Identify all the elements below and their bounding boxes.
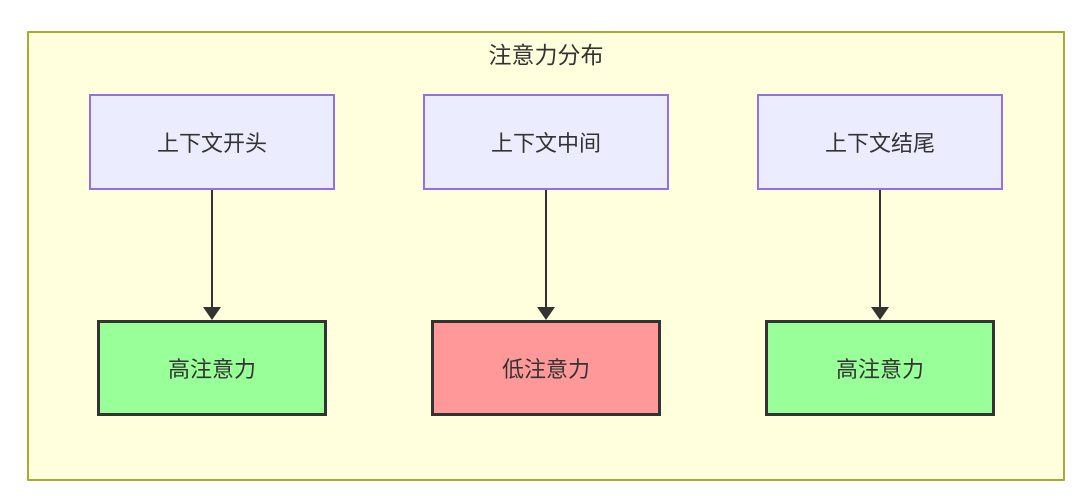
flow-column-context-middle: 上下文中间 低注意力 (423, 94, 669, 416)
arrowhead-down-icon (537, 307, 555, 320)
node-low-attention: 低注意力 (431, 320, 661, 416)
node-high-attention-2: 高注意力 (765, 320, 995, 416)
arrow-line (211, 190, 213, 307)
node-context-middle: 上下文中间 (423, 94, 669, 190)
cluster-attention-distribution: 注意力分布 上下文开头 高注意力 上下文中间 低注意力 上下文结尾 (27, 31, 1065, 481)
arrow-line (545, 190, 547, 307)
arrowhead-down-icon (871, 307, 889, 320)
arrow-down (537, 190, 555, 320)
arrowhead-down-icon (203, 307, 221, 320)
node-context-end: 上下文结尾 (757, 94, 1003, 190)
node-context-start: 上下文开头 (89, 94, 335, 190)
flow-columns: 上下文开头 高注意力 上下文中间 低注意力 上下文结尾 (29, 94, 1063, 416)
arrow-line (879, 190, 881, 307)
node-high-attention-1: 高注意力 (97, 320, 327, 416)
arrow-down (871, 190, 889, 320)
arrow-down (203, 190, 221, 320)
cluster-title: 注意力分布 (488, 43, 604, 69)
flow-column-context-start: 上下文开头 高注意力 (89, 94, 335, 416)
flow-column-context-end: 上下文结尾 高注意力 (757, 94, 1003, 416)
